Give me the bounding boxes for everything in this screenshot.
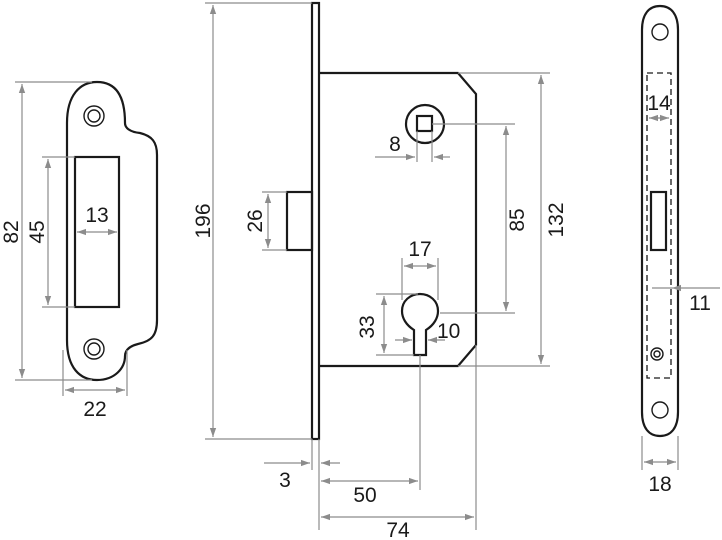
faceplate-hidden-case [646, 72, 672, 379]
dim-13-label: 13 [85, 204, 108, 227]
dim-45-label: 45 [26, 220, 49, 243]
dim-74-label: 74 [386, 519, 410, 540]
screw-hole-top [83, 105, 105, 127]
faceplate-front [640, 4, 680, 438]
lock-body [285, 1, 478, 441]
dim-33-label: 33 [356, 315, 379, 338]
dim-8-label: 8 [389, 133, 401, 156]
faceplate-screw-hole-bottom [651, 401, 669, 419]
cylinder-hole [400, 292, 440, 357]
faceplate-screw-hole-top [651, 23, 669, 41]
screw-hole-bottom [83, 338, 105, 360]
lock-body-dimensions: 196 26 8 17 33 10 85 132 3 [192, 2, 568, 540]
faceplate-cylinder-pin [650, 347, 664, 361]
dim-10-label: 10 [437, 320, 460, 343]
dim-26-label: 26 [244, 209, 267, 232]
dim-22-label: 22 [83, 398, 106, 421]
latch-bolt [285, 190, 314, 252]
faceplate-dimensions: 14 11 18 [641, 92, 720, 496]
spindle-square [415, 114, 434, 133]
dim-18-label: 18 [648, 473, 671, 496]
strike-plate-outline [65, 80, 159, 382]
strike-slot [73, 155, 121, 309]
lock-case [319, 71, 478, 368]
strike-plate-dimensions: 82 45 13 22 [0, 81, 128, 421]
dim-17-label: 17 [408, 238, 431, 261]
dim-132-label: 132 [545, 202, 568, 237]
dim-85-label: 85 [506, 208, 529, 231]
dim-3-label: 3 [279, 469, 291, 492]
faceplate-latch-slot [649, 190, 668, 252]
strike-plate [65, 80, 159, 382]
faceplate-outline [640, 4, 680, 438]
dim-50-label: 50 [353, 484, 376, 507]
dim-196-label: 196 [192, 203, 215, 238]
dim-82-label: 82 [0, 220, 23, 243]
dim-14-label: 14 [647, 92, 671, 115]
dim-11-label: 11 [689, 292, 711, 315]
